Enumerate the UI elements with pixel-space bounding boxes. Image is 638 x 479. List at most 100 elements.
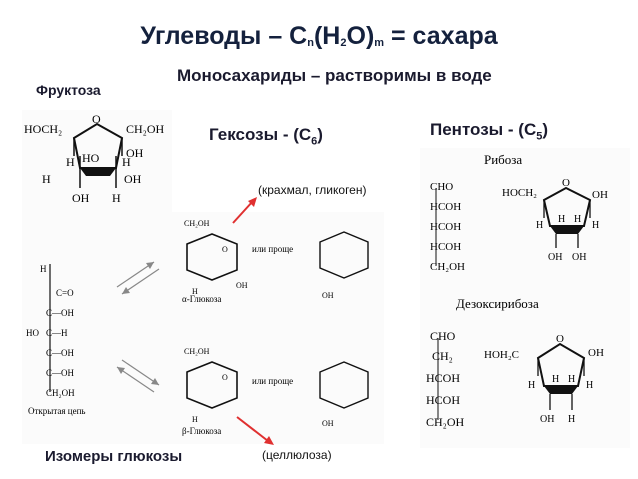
pentoses-heading: Пентозы - (C5): [430, 120, 548, 142]
chain-row-2: C—OH: [46, 308, 75, 318]
deoxyribose-ring-h5: H: [568, 414, 575, 425]
ribose-chain-2: HCOH: [430, 201, 461, 213]
alpha-o: O: [222, 245, 228, 254]
ribose-chain-5: CH₂OH: [430, 261, 465, 273]
equilibrium-arrows: [116, 261, 160, 393]
chain-row-5: C—OH: [46, 368, 75, 378]
deoxyribose-name: Дезоксирибоза: [456, 296, 539, 311]
chain-row-3: C—H: [46, 328, 68, 338]
alpha-h: H: [192, 287, 198, 296]
deoxyribose-chain-1: CHO: [430, 329, 456, 343]
chain-row-6: CH₂OH: [46, 388, 75, 398]
beta-glucose-simple: OH: [319, 361, 369, 428]
ribose-ring-h3: H: [558, 214, 565, 225]
alpha-glucose-simple: OH: [319, 231, 369, 300]
deoxyribose-o: O: [556, 333, 564, 345]
fructose-oh2: OH: [72, 191, 90, 205]
beta-caption: β-Глюкоза: [182, 426, 221, 436]
alpha-oh: OH: [236, 281, 248, 290]
chain-row-ho: HO: [26, 328, 39, 338]
ribose-ring-h2: H: [592, 220, 599, 231]
pentoses-close: ): [542, 120, 549, 139]
fructose-label: Фруктоза: [36, 82, 101, 98]
hexoses-close: ): [317, 125, 323, 144]
cellulose-note: (целлюлоза): [262, 448, 332, 462]
beta-h: H: [192, 415, 198, 424]
open-chain-h: H: [40, 264, 47, 274]
deoxyribose-hoh2c: HOH₂C: [484, 349, 519, 361]
pentoses-drawing: Рибоза CHO HCOH HCOH HCOH CH₂OH HOCH₂ O …: [426, 152, 608, 429]
hexoses-sub: 6: [311, 135, 318, 148]
ribose-name: Рибоза: [484, 152, 522, 167]
beta-o: O: [222, 373, 228, 382]
alpha-caption: α-Глюкоза: [182, 294, 221, 304]
slide-title: Углеводы – Cn(H2O)m = сахара: [0, 22, 638, 51]
deoxyribose-chain-3: HCOH: [426, 371, 460, 385]
title-text-mid2: O): [346, 22, 375, 50]
hexoses-text: Гексозы - (C: [209, 125, 312, 144]
deoxyribose-oh: OH: [588, 347, 604, 359]
deoxyribose-chain-4: HCOH: [426, 393, 460, 407]
simpler-label-2: или проще: [252, 376, 293, 386]
alpha-simple-oh: OH: [322, 291, 334, 300]
deoxyribose-chain-5: CH₂OH: [426, 415, 465, 429]
simpler-label-1: или проще: [252, 244, 293, 254]
fructose-h1: H: [66, 155, 75, 169]
alpha-ch2oh: CH₂OH: [184, 219, 210, 228]
title-sub-m: m: [374, 37, 385, 49]
fructose-oh1: OH: [126, 146, 144, 160]
title-sub-2: 2: [340, 37, 347, 49]
pentoses-sub: 5: [536, 130, 543, 143]
fructose-h4: H: [42, 172, 51, 186]
fructose-oh3: OH: [124, 172, 142, 186]
deoxyribose-ring-h4: H: [568, 374, 575, 385]
deoxyribose-ring-h3: H: [552, 374, 559, 385]
alpha-glucose-ring: CH₂OH O OH H α-Глюкоза: [182, 219, 248, 304]
cellulose-arrow-icon: [236, 416, 274, 445]
fructose-ring-drawing: HOCH₂ CH₂OH O H H HO OH OH H H OH: [24, 112, 165, 205]
title-text-end: = сахара: [384, 22, 498, 50]
starch-arrow-icon: [232, 197, 257, 224]
deoxyribose-ring-h2: H: [586, 380, 593, 391]
beta-ch2oh: CH₂OH: [184, 347, 210, 356]
hexoses-heading: Гексозы - (C6): [209, 125, 323, 147]
glucose-isomers-label: Изомеры глюкозы: [45, 448, 183, 465]
fructose-o: O: [92, 112, 101, 126]
glucose-isomers-drawing: H C=O C—OH HO C—H C—OH C—OH CH₂OH Открыт…: [26, 219, 369, 436]
title-text: Углеводы – C: [140, 22, 308, 50]
title-text-mid1: (H: [313, 22, 341, 50]
pentoses-text: Пентозы - (C: [430, 120, 537, 139]
deoxyribose-ring-h1: H: [528, 380, 535, 391]
ribose-chain-1: CHO: [430, 181, 453, 193]
chain-row-4: C—OH: [46, 348, 75, 358]
starch-note: (крахмал, гликоген): [258, 183, 367, 197]
ribose-o: O: [562, 177, 570, 189]
fructose-hoch2: HOCH₂: [24, 122, 62, 136]
pentoses-figure: Рибоза CHO HCOH HCOH HCOH CH₂OH HOCH₂ O …: [420, 148, 630, 448]
fructose-h2: H: [122, 155, 131, 169]
ribose-ring: HOCH₂ O OH H H H H OH OH: [502, 177, 608, 263]
title-sub-n: n: [307, 37, 314, 49]
ribose-ring-h4: H: [574, 214, 581, 225]
deoxyribose-chain-2: CH₂: [432, 349, 453, 363]
open-chain: H C=O C—OH HO C—H C—OH C—OH CH₂OH Открыт…: [26, 264, 86, 416]
ribose-hoch2: HOCH₂: [502, 187, 537, 199]
ribose-ring-h1: H: [536, 220, 543, 231]
fructose-h3: H: [112, 191, 121, 205]
open-chain-caption: Открытая цепь: [28, 406, 86, 416]
chain-row-1: C=O: [56, 288, 74, 298]
monosaccharides-heading: Моносахариды – растворимы в воде: [177, 66, 492, 85]
deoxyribose-ring-oh: OH: [540, 414, 554, 425]
fructose-structure: HOCH₂ CH₂OH O H H HO OH OH H H OH: [22, 110, 172, 212]
fructose-ch2oh: CH₂OH: [126, 122, 165, 136]
glucose-isomers-figure: H C=O C—OH HO C—H C—OH C—OH CH₂OH Открыт…: [22, 212, 384, 444]
ribose-oh: OH: [592, 189, 608, 201]
deoxyribose-ring: HOH₂C O OH H H H H OH H: [484, 333, 604, 425]
ribose-chain-3: HCOH: [430, 221, 461, 233]
ribose-ring-oh1: OH: [548, 252, 562, 263]
beta-simple-oh: OH: [322, 419, 334, 428]
beta-glucose-ring: CH₂OH O H β-Глюкоза: [182, 347, 238, 436]
fructose-ho: HO: [82, 151, 100, 165]
ribose-chain-4: HCOH: [430, 241, 461, 253]
ribose-ring-oh2: OH: [572, 252, 586, 263]
